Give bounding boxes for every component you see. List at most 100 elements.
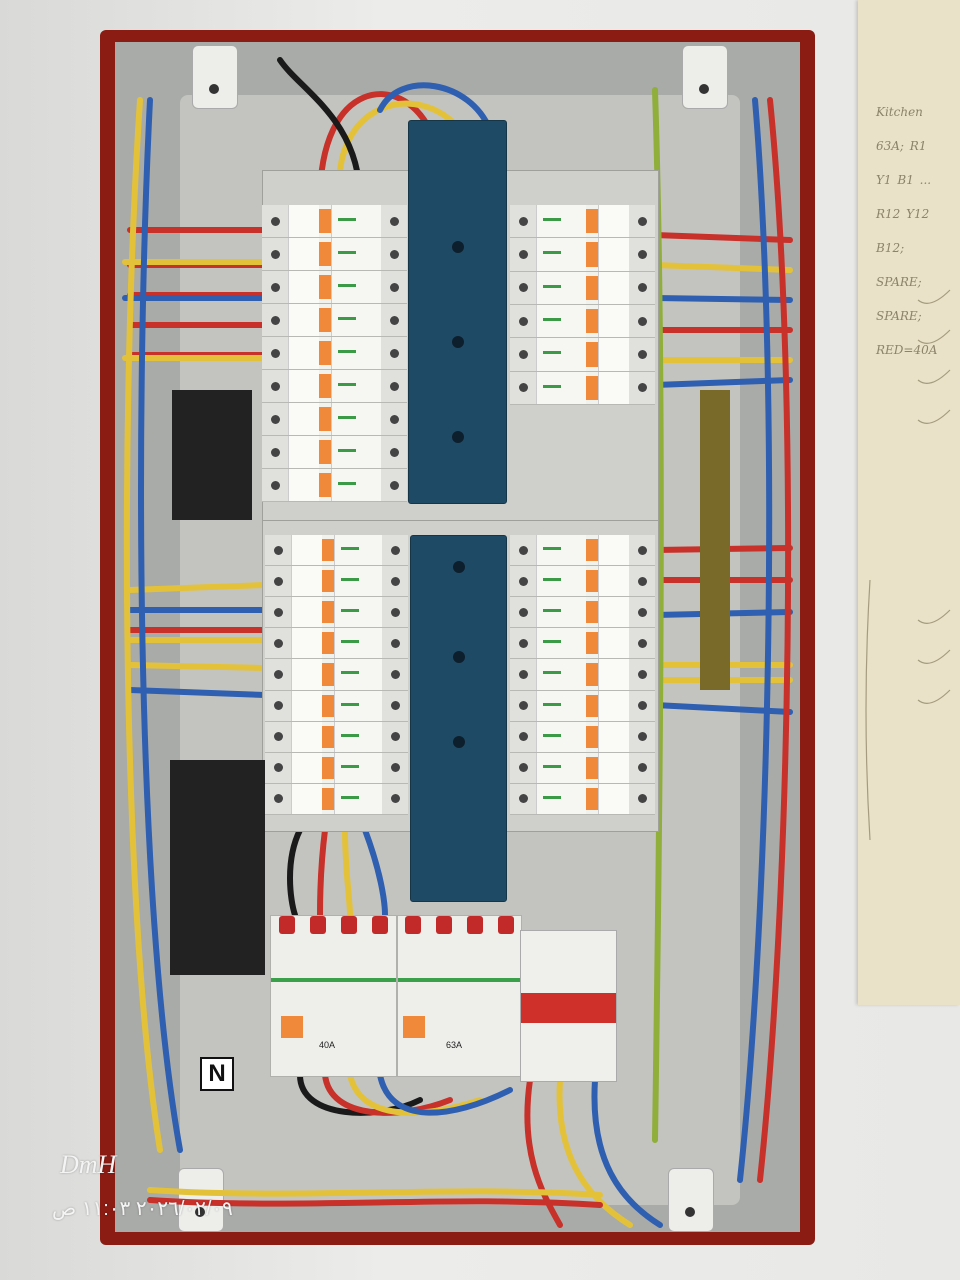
breaker-body	[334, 628, 382, 659]
breaker-toggle[interactable]	[586, 632, 598, 655]
circuit-breaker[interactable]	[510, 566, 655, 598]
circuit-breaker[interactable]	[265, 659, 408, 691]
circuit-breaker[interactable]	[510, 659, 655, 691]
breaker-body	[334, 721, 382, 752]
breaker-toggle[interactable]	[319, 275, 331, 299]
breaker-toggle[interactable]	[586, 275, 598, 300]
circuit-breaker[interactable]	[510, 721, 655, 753]
breaker-toggle[interactable]	[322, 632, 334, 655]
circuit-breaker[interactable]	[265, 721, 408, 753]
circuit-breaker[interactable]	[262, 403, 407, 436]
circuit-breaker[interactable]	[510, 238, 655, 272]
rcd-1[interactable]: 40A	[270, 915, 397, 1077]
breaker-toggle[interactable]	[322, 539, 334, 562]
breaker-toggle[interactable]	[586, 570, 598, 593]
circuit-breaker[interactable]	[265, 690, 408, 722]
terminal-screw-icon	[262, 370, 288, 402]
breaker-toggle[interactable]	[586, 756, 598, 779]
circuit-breaker[interactable]	[265, 535, 408, 567]
breaker-toggle[interactable]	[319, 341, 331, 365]
breaker-toggle[interactable]	[586, 787, 598, 810]
breaker-lab	[598, 304, 629, 338]
breaker-toggle[interactable]	[586, 375, 598, 400]
circuit-breaker[interactable]	[510, 304, 655, 339]
circuit-breaker[interactable]	[265, 752, 408, 784]
breaker-lab	[288, 370, 319, 402]
circuit-breaker[interactable]	[510, 690, 655, 722]
breaker-body	[536, 271, 586, 304]
breaker-toggle[interactable]	[322, 663, 334, 686]
breaker-toggle[interactable]	[586, 663, 598, 686]
breaker-toggle[interactable]	[586, 342, 598, 367]
terminal-screw-icon	[629, 271, 655, 304]
mcb-group-bottom-left	[265, 535, 408, 815]
breaker-lab	[291, 721, 322, 752]
terminal-screw-icon	[510, 338, 536, 371]
rcd-2-rating: 63A	[446, 1040, 463, 1050]
breaker-toggle[interactable]	[319, 374, 331, 398]
circuit-breaker[interactable]	[262, 370, 407, 403]
circuit-breaker[interactable]	[265, 597, 408, 629]
breaker-toggle[interactable]	[586, 725, 598, 748]
terminal-screw-icon	[265, 659, 291, 690]
breaker-toggle[interactable]	[319, 440, 331, 464]
circuit-breaker[interactable]	[262, 337, 407, 370]
breaker-toggle[interactable]	[586, 242, 598, 267]
breaker-body	[536, 721, 586, 752]
breaker-body	[331, 370, 381, 402]
circuit-breaker[interactable]	[510, 597, 655, 629]
circuit-breaker[interactable]	[262, 271, 407, 304]
breaker-toggle[interactable]	[322, 787, 334, 810]
terminal-screw-icon	[382, 659, 408, 690]
breaker-toggle[interactable]	[322, 601, 334, 624]
breaker-toggle[interactable]	[319, 209, 331, 233]
circuit-breaker[interactable]	[510, 371, 655, 405]
circuit-breaker[interactable]	[262, 469, 407, 502]
breaker-toggle[interactable]	[586, 694, 598, 717]
terminal-screw-icon	[510, 205, 536, 238]
terminal-screw-icon	[381, 238, 407, 270]
breaker-toggle[interactable]	[322, 756, 334, 779]
breaker-toggle[interactable]	[319, 308, 331, 332]
circuit-breaker[interactable]	[265, 628, 408, 660]
breaker-toggle[interactable]	[586, 601, 598, 624]
circuit-breaker[interactable]	[510, 783, 655, 815]
circuit-breaker[interactable]	[510, 271, 655, 305]
main-isolator[interactable]	[520, 930, 617, 1082]
mcb-group-bottom-right	[510, 535, 655, 815]
circuit-breaker[interactable]	[265, 783, 408, 815]
circuit-breaker[interactable]	[510, 535, 655, 567]
circuit-breaker[interactable]	[510, 205, 655, 239]
breaker-body	[536, 238, 586, 271]
breaker-toggle[interactable]	[319, 407, 331, 431]
breaker-toggle[interactable]	[322, 725, 334, 748]
circuit-breaker[interactable]	[262, 304, 407, 337]
breaker-toggle[interactable]	[319, 473, 331, 497]
circuit-breaker[interactable]	[262, 205, 407, 238]
watermark-datetime: ٢٠٢٦/٠٢/٠٩ ١١:٠٣ ص	[52, 1198, 233, 1220]
breaker-toggle[interactable]	[586, 539, 598, 562]
circuit-breaker[interactable]	[265, 566, 408, 598]
breaker-lab	[598, 690, 629, 721]
terminal-screw-icon	[381, 205, 407, 237]
circuit-breaker[interactable]	[262, 238, 407, 271]
breaker-toggle[interactable]	[586, 308, 598, 334]
terminal-screw-icon	[510, 783, 536, 814]
circuit-breaker[interactable]	[262, 436, 407, 469]
breaker-body	[334, 566, 382, 597]
circuit-breaker[interactable]	[510, 338, 655, 372]
breaker-toggle[interactable]	[586, 209, 598, 234]
breaker-toggle[interactable]	[319, 242, 331, 266]
breaker-toggle[interactable]	[322, 570, 334, 593]
terminal-screw-icon	[262, 403, 288, 435]
rcd-1-rating: 40A	[319, 1040, 336, 1050]
terminal-screw-icon	[381, 370, 407, 402]
breaker-toggle[interactable]	[322, 694, 334, 717]
terminal-screw-icon	[265, 690, 291, 721]
breaker-body	[536, 566, 586, 597]
rcd-2[interactable]: 63A	[397, 915, 522, 1077]
terminal-screw-icon	[629, 566, 655, 597]
circuit-breaker[interactable]	[510, 752, 655, 784]
circuit-breaker[interactable]	[510, 628, 655, 660]
terminal-screw-icon	[382, 535, 408, 566]
